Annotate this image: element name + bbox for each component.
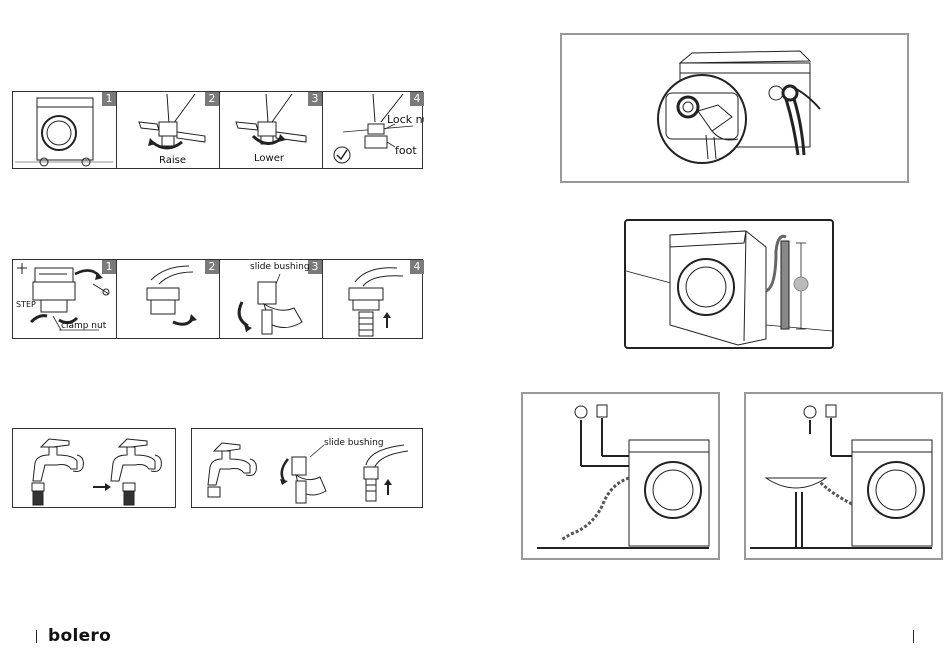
tap-adapter-panel xyxy=(12,428,176,508)
foot-label: foot xyxy=(395,144,417,157)
step-label: STEP xyxy=(16,300,36,309)
leveling-step-2: 2 Raise xyxy=(116,92,219,168)
inlet-step-4: 4 xyxy=(322,260,424,338)
drain-sink-illustration xyxy=(746,394,941,558)
raise-label: Raise xyxy=(159,155,186,166)
leveling-step-3: 3 Lower xyxy=(219,92,322,168)
inlet-step-2: 2 xyxy=(116,260,219,338)
washing-machine-illustration xyxy=(13,92,116,168)
slide-bushing-label: slide bushing xyxy=(250,262,310,272)
leveling-step-4: 4 Lock nut foot xyxy=(322,92,424,168)
brand-logo: bolero xyxy=(48,626,111,646)
slide-bushing-label: slide bushing xyxy=(324,438,384,448)
tap-adapter-illustration xyxy=(13,429,177,509)
footer-right-marker xyxy=(913,630,914,643)
clamp-nut-label: clamp nut xyxy=(61,321,106,331)
drain-height-frame xyxy=(624,219,834,349)
inlet-step-3: 3 slide bushing xyxy=(219,260,322,338)
hose-attach-illustration xyxy=(117,260,219,338)
tap-hose-illustration xyxy=(192,429,424,509)
leveling-steps-panel: 1 2 Raise 3 xyxy=(12,91,423,169)
drain-sink-frame xyxy=(744,392,943,560)
footer-left-marker xyxy=(36,630,37,643)
rear-hose-removal-illustration xyxy=(562,35,907,181)
hose-fitted-illustration xyxy=(323,260,424,338)
lock-nut-label: Lock nut xyxy=(387,113,424,126)
inlet-hose-steps-panel: 1 STEP clamp nut 2 xyxy=(12,259,423,339)
leveling-step-1: 1 xyxy=(13,92,116,168)
inlet-step-1: 1 STEP clamp nut xyxy=(13,260,116,338)
drain-height-illustration xyxy=(626,221,832,347)
lower-label: Lower xyxy=(254,153,284,164)
drain-floor-frame xyxy=(521,392,720,560)
drain-floor-illustration xyxy=(523,394,718,558)
tap-hose-panel: slide bushing xyxy=(191,428,423,508)
rear-hose-removal-frame xyxy=(560,33,909,183)
